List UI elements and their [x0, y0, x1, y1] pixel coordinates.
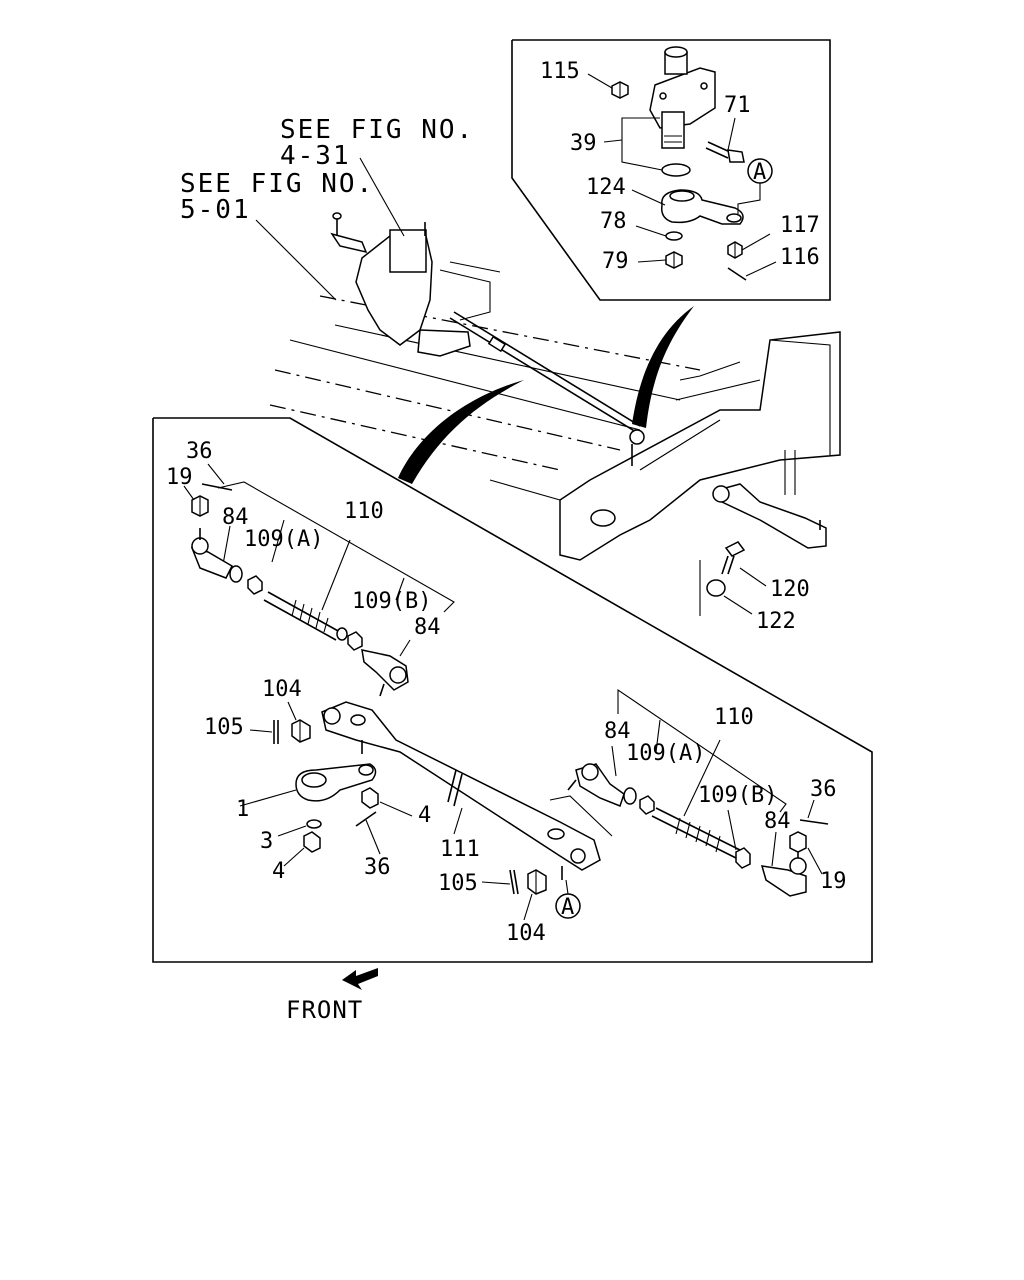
- idler-bracket: [649, 46, 716, 149]
- callout-79: 79: [602, 249, 629, 274]
- callout-84-right2: 84: [764, 809, 791, 834]
- cotter-pin-116: [727, 267, 747, 281]
- right-leaders: [699, 560, 767, 616]
- callout-78: 78: [600, 209, 627, 234]
- callout-4-right: 4: [418, 803, 431, 828]
- callout-110-right: 110: [714, 705, 754, 730]
- washer-122: [706, 579, 726, 597]
- ref-4-31-line2: 4-31: [280, 141, 351, 171]
- callout-109B-left: 109(B): [352, 589, 431, 614]
- callout-19-right: 19: [820, 869, 847, 894]
- left-tie-rod-assembly: [183, 463, 455, 697]
- callout-115: 115: [540, 59, 580, 84]
- ref-marker-A-top: [747, 158, 773, 184]
- front-arrow-icon: [342, 968, 378, 990]
- washer-78: [665, 231, 683, 241]
- part-callouts: 115 71 39 124 A 78 117 79 116 36 19 84 1…: [166, 59, 847, 946]
- idler-arm-inset: [511, 39, 831, 301]
- callout-A-top: A: [753, 160, 766, 185]
- callout-104-bottom: 104: [506, 921, 546, 946]
- drag-link: [449, 311, 645, 466]
- callout-124: 124: [586, 175, 626, 200]
- ref-marker-A-bottom: [555, 893, 581, 919]
- callout-105-top: 105: [204, 715, 244, 740]
- callout-84-left2: 84: [414, 615, 441, 640]
- seal-39: [661, 163, 691, 177]
- detail-swoosh-left: [398, 380, 524, 484]
- callout-36-right: 36: [810, 777, 837, 802]
- callout-84-right: 84: [604, 719, 631, 744]
- callout-104-top: 104: [262, 677, 302, 702]
- callout-1: 1: [236, 797, 249, 822]
- inset-leaders: [587, 73, 777, 277]
- small-parts-left: [277, 787, 413, 867]
- nut-117: [727, 241, 743, 259]
- nut-115: [611, 81, 629, 99]
- ref-4-31-line1: SEE FIG NO.: [280, 115, 474, 145]
- callout-3: 3: [260, 829, 273, 854]
- front-label: FRONT: [286, 996, 363, 1024]
- ref-5-01-line1: SEE FIG NO.: [180, 169, 374, 199]
- ref-5-01-line2: 5-01: [180, 195, 251, 225]
- callout-36-bottom: 36: [364, 855, 391, 880]
- callout-4-left: 4: [272, 859, 285, 884]
- callout-39: 39: [570, 131, 597, 156]
- callout-111: 111: [440, 837, 480, 862]
- nut-79: [665, 251, 683, 269]
- tie-rod-detail: [152, 417, 873, 963]
- callout-84-left: 84: [222, 505, 249, 530]
- bolt-120: [721, 541, 746, 575]
- callout-109B-right: 109(B): [698, 783, 777, 808]
- callout-120: 120: [770, 577, 810, 602]
- callout-117: 117: [780, 213, 820, 238]
- callout-109A-left: 109(A): [244, 527, 323, 552]
- reference-labels: SEE FIG NO. 4-31 SEE FIG NO. 5-01: [180, 115, 474, 225]
- steering-gear-box: [330, 212, 471, 357]
- center-link-111: [321, 701, 613, 871]
- callout-122: 122: [756, 609, 796, 634]
- callout-36-left: 36: [186, 439, 213, 464]
- right-tie-rod-assembly: [567, 688, 829, 897]
- ref-leader-5-01: [255, 219, 337, 301]
- callout-71: 71: [724, 93, 751, 118]
- nut-104-bottom: [481, 866, 569, 921]
- bolt-71: [705, 141, 745, 163]
- idler-arm-124: [660, 189, 744, 225]
- ref-leader-4-31: [359, 157, 405, 237]
- pitman-arm-1: [239, 763, 377, 807]
- callout-105-bottom: 105: [438, 871, 478, 896]
- callout-A-bottom: A: [561, 895, 574, 920]
- callout-110-left: 110: [344, 499, 384, 524]
- callout-19-left: 19: [166, 465, 193, 490]
- nut-104-top: [249, 701, 311, 744]
- callout-116: 116: [780, 245, 820, 270]
- callout-109A-right: 109(A): [626, 741, 705, 766]
- detail-swoosh-right: [632, 306, 694, 428]
